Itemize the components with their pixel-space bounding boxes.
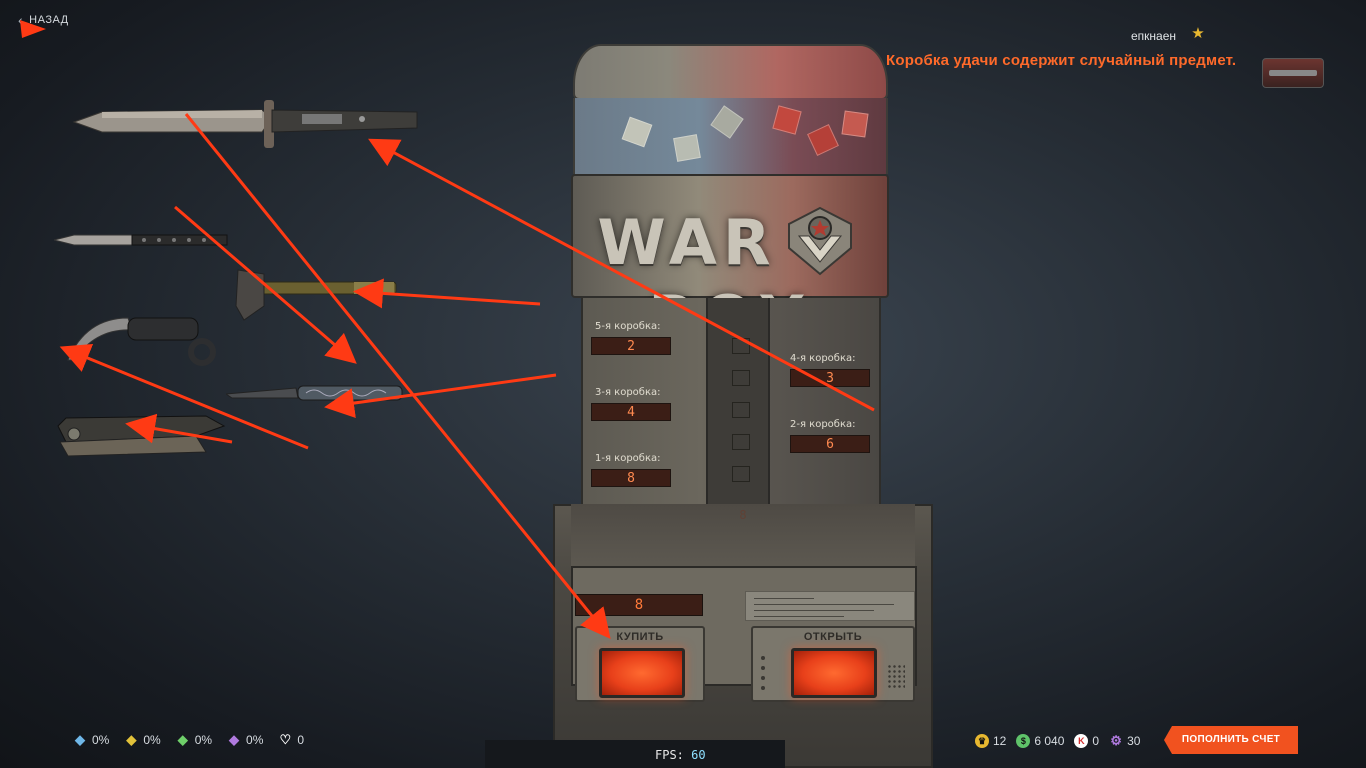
- gold-tag-icon: ◆: [126, 732, 137, 747]
- counter-box-2: 6: [790, 435, 870, 453]
- buy-button-frame: КУПИТЬ: [575, 626, 705, 702]
- counter-label-3: 3-я коробка:: [595, 387, 661, 398]
- lucky-box-thumbnail: [1262, 58, 1324, 88]
- currency-crowns: ♛ 12: [975, 734, 1006, 748]
- machine-cap: [573, 44, 888, 100]
- arrow-to-buy-button: [184, 113, 611, 639]
- currency-parts: ⚙ 30: [1110, 733, 1141, 749]
- box-shaft: [706, 298, 770, 508]
- stat-purple: ◆ 0%: [226, 732, 263, 748]
- total-box-counter: 8: [575, 594, 703, 616]
- heart-icon: ♡: [279, 732, 292, 747]
- blue-tag-icon: ◆: [75, 732, 85, 747]
- counter-box-5: 2: [591, 337, 671, 355]
- k-icon: K: [1074, 734, 1089, 748]
- star-emblem-icon: [785, 206, 855, 276]
- back-label: НАЗАД: [29, 14, 69, 26]
- counter-label-2: 2-я коробка:: [790, 419, 856, 430]
- user-name: епкнаен: [1130, 29, 1176, 43]
- star-rank-icon: ★: [1191, 25, 1205, 42]
- counter-box-3: 4: [591, 403, 671, 421]
- purple-tag-icon: ◆: [229, 732, 240, 747]
- bonus-stats: ◆ 0% ◆ 0% ◆ 0% ◆ 0% ♡ 0: [72, 732, 304, 748]
- green-tag-icon: ◆: [177, 732, 188, 747]
- counter-label-4: 4-я коробка:: [790, 353, 856, 364]
- combat-knife-item: [72, 96, 422, 156]
- counter-label-1: 1-я коробка:: [595, 453, 661, 464]
- top-up-button[interactable]: ПОПОЛНИТЬ СЧЕТ: [1164, 726, 1298, 754]
- info-label-plate: [745, 591, 915, 621]
- notice-text: Коробка удачи содержит случайный предмет…: [886, 52, 1237, 69]
- gear-icon: ⚙: [1110, 733, 1122, 748]
- back-button[interactable]: ‹ НАЗАД: [18, 12, 69, 28]
- crown-icon: ♛: [975, 734, 989, 748]
- indicator-dots: [761, 656, 765, 696]
- warbox-machine: WAR BOX 5-я коробка: 2 4-я коробка: 3 3-…: [553, 44, 933, 768]
- open-button[interactable]: [791, 648, 877, 698]
- folding-knife-item: [226, 382, 404, 404]
- buy-button[interactable]: [599, 648, 685, 698]
- fps-counter: FPS: 60: [655, 748, 706, 762]
- stat-gold: ◆ 0%: [123, 732, 160, 748]
- stat-heart: ♡ 0: [277, 732, 305, 748]
- tactical-axe-item: [234, 266, 399, 324]
- stat-blue: ◆ 0%: [72, 732, 109, 748]
- stat-green: ◆ 0%: [175, 732, 212, 748]
- tactical-folder-item: [56, 412, 228, 460]
- open-button-frame: ОТКРЫТЬ: [751, 626, 915, 702]
- currency-bar: ♛ 12 $ 6 040 K 0 ⚙ 30: [975, 734, 1140, 748]
- machine-base-top: 8: [571, 504, 915, 568]
- counter-label-5: 5-я коробка:: [595, 321, 661, 332]
- machine-glass: [573, 98, 888, 174]
- counter-box-4: 3: [790, 369, 870, 387]
- karambit-item: [66, 314, 216, 366]
- machine-logo-band: WAR BOX: [571, 174, 889, 355]
- dollar-icon: $: [1016, 734, 1031, 748]
- butterfly-knife-item: [54, 232, 229, 248]
- currency-k: K 0: [1074, 734, 1099, 748]
- speaker-grille: [887, 664, 905, 688]
- machine-stand: [485, 740, 785, 768]
- reflected-counter: 8: [739, 508, 747, 522]
- open-label: ОТКРЫТЬ: [803, 631, 863, 643]
- buy-label: КУПИТЬ: [616, 631, 664, 643]
- chevron-left-icon: ‹: [18, 12, 24, 28]
- counter-box-1: 8: [591, 469, 671, 487]
- currency-dollars: $ 6 040: [1016, 734, 1064, 748]
